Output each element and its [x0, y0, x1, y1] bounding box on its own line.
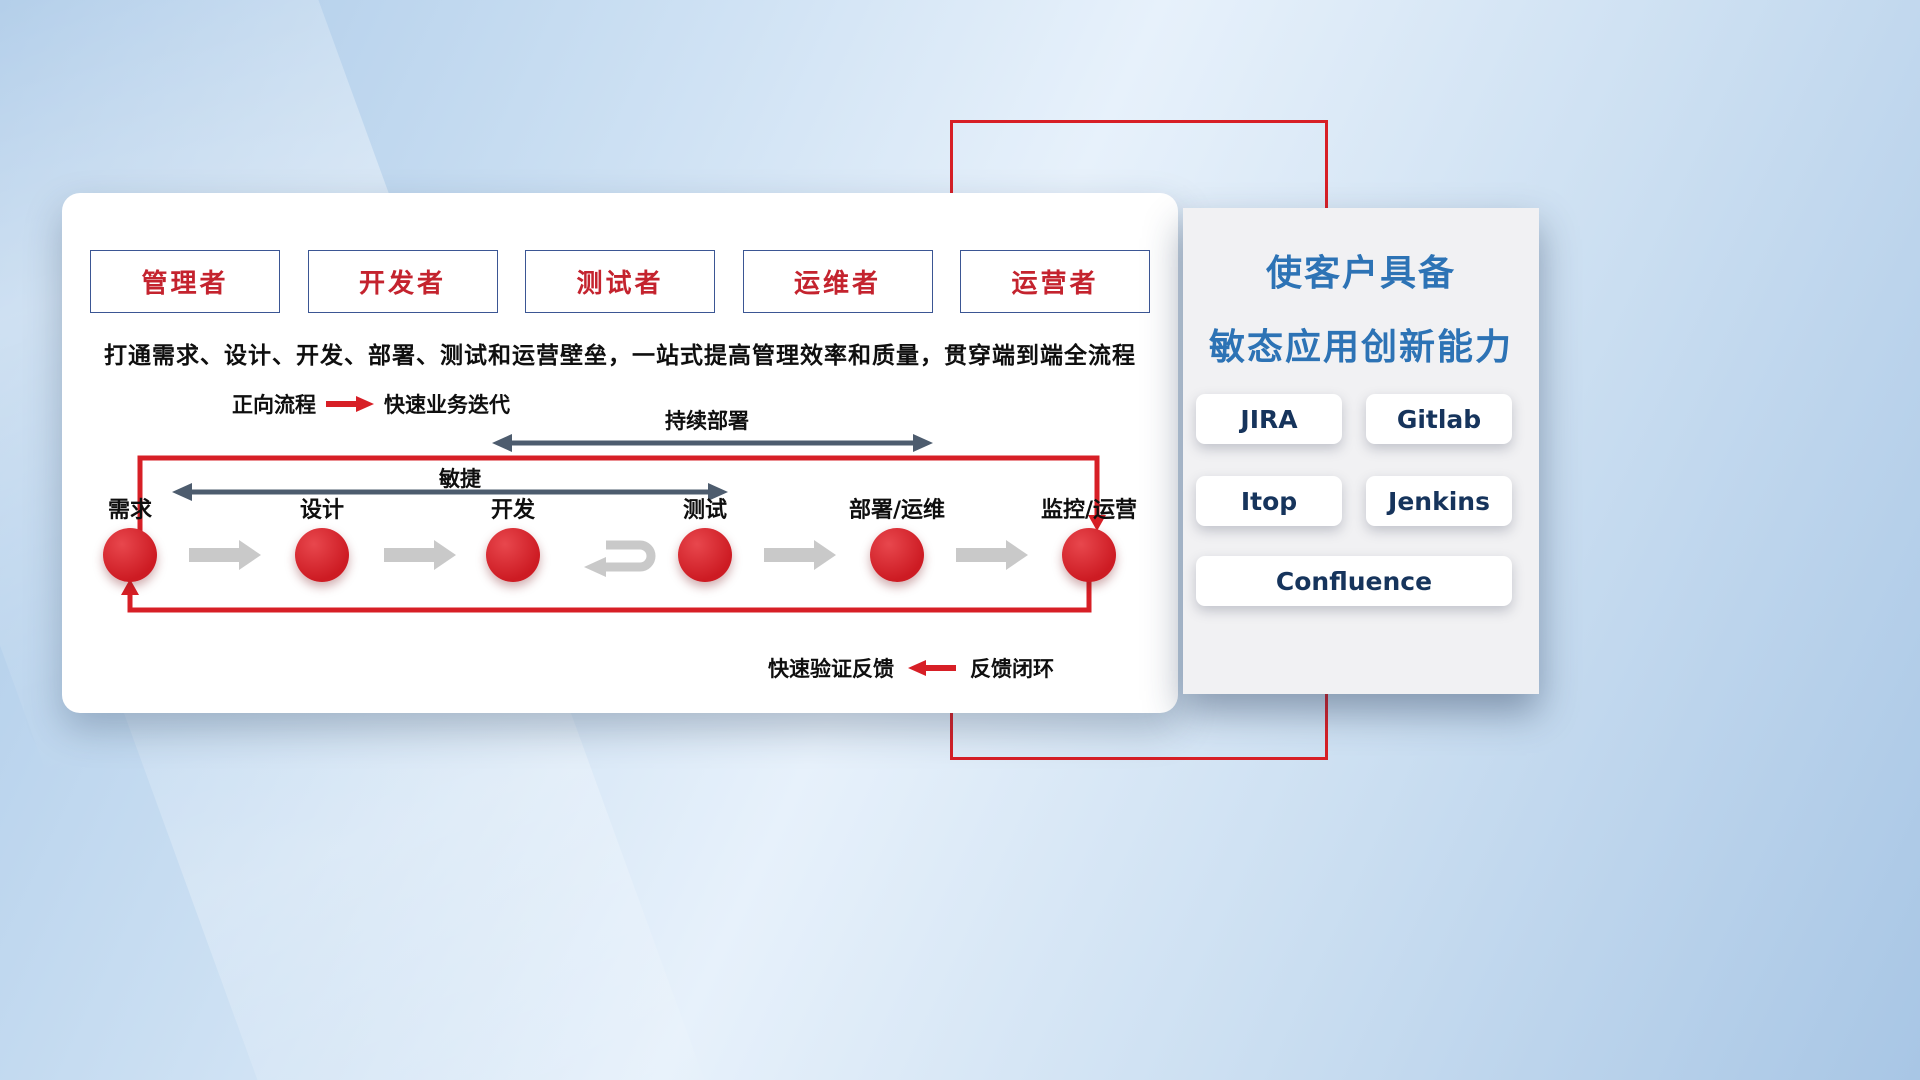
iterate-loop-icon: [584, 540, 656, 577]
stage-dot-icon: [870, 528, 924, 582]
feedback-label: 反馈闭环: [970, 657, 1054, 681]
feedback-loop-line: [121, 579, 1092, 613]
stage-dot-icon: [295, 528, 349, 582]
pipeline-description: 打通需求、设计、开发、部署、测试和运营壁垒，一站式提高管理效率和质量，贯穿端到端…: [104, 343, 1136, 369]
role-label: 测试者: [576, 269, 664, 299]
stage-label: 测试: [682, 498, 727, 523]
feedback-arrow-icon: [908, 660, 956, 676]
role-label: 开发者: [358, 269, 446, 299]
forward-loop-line: [137, 455, 1106, 535]
role-label: 管理者: [141, 269, 229, 299]
role-box-tester: 测试者: [525, 250, 715, 313]
forward-flow-label: 正向流程: [232, 393, 316, 417]
role-label: 运维者: [793, 269, 881, 299]
flow-step-arrow: [956, 540, 1028, 570]
tool-label: Jenkins: [1388, 486, 1490, 516]
flow-step-arrow: [384, 540, 456, 570]
agile-arrow: [172, 483, 728, 501]
continuous-deploy-arrow: [492, 434, 933, 452]
panel-title-line2: 敏态应用创新能力: [1208, 327, 1513, 368]
role-box-developer: 开发者: [307, 250, 498, 313]
flow-diagram-canvas: [121, 434, 1106, 613]
stage-design: 设计: [252, 498, 392, 582]
pipeline-card: 管理者 开发者 测试者 运维者 运营者 打通需求、设计、开发、部署、测试和运营壁…: [62, 193, 1178, 713]
feedback-caption: 快速验证反馈: [768, 657, 894, 681]
forward-flow-caption: 快速业务迭代: [384, 393, 510, 417]
feedback-legend: 快速验证反馈 反馈闭环: [768, 653, 1054, 683]
stage-deploy-ops: 部署/运维: [827, 498, 967, 582]
tool-chip-jira: JIRA: [1196, 394, 1342, 444]
flow-step-arrow: [764, 540, 836, 570]
roles-row: 管理者 开发者 测试者 运维者 运营者: [90, 250, 1150, 313]
flow-step-arrow: [189, 540, 261, 570]
stage-dot-icon: [486, 528, 540, 582]
stage-dot-icon: [678, 528, 732, 582]
role-box-manager: 管理者: [90, 250, 280, 313]
role-label: 运营者: [1011, 269, 1099, 299]
tool-chip-jenkins: Jenkins: [1366, 476, 1512, 526]
forward-flow-legend: 正向流程 快速业务迭代: [232, 389, 510, 419]
stage-label: 监控/运营: [1040, 498, 1138, 523]
agile-label: 敏捷: [439, 467, 481, 491]
stage-development: 开发: [443, 498, 583, 582]
stage-dot-icon: [1062, 528, 1116, 582]
stage-label: 需求: [107, 498, 152, 523]
continuous-deploy-label: 持续部署: [665, 409, 749, 433]
panel-title-line1: 使客户具备: [1265, 253, 1456, 294]
stage-testing: 测试: [635, 498, 775, 582]
stage-label: 开发: [490, 498, 535, 523]
tool-label: Gitlab: [1396, 404, 1482, 434]
forward-arrow-icon: [326, 396, 374, 412]
role-box-operator: 运营者: [960, 250, 1150, 313]
stage-requirements: 需求: [60, 498, 200, 582]
tool-label: JIRA: [1240, 404, 1298, 434]
tool-label: Itop: [1240, 486, 1298, 516]
stage-label: 设计: [299, 498, 344, 523]
role-box-ops: 运维者: [742, 250, 933, 313]
stage-dot-icon: [103, 528, 157, 582]
tool-chip-gitlab: Gitlab: [1366, 394, 1512, 444]
capability-panel: 使客户具备 敏态应用创新能力 JIRA Gitlab Itop Jenkins …: [1183, 208, 1539, 694]
stage-monitor-operate: 监控/运营: [1019, 498, 1159, 582]
stage-label: 部署/运维: [848, 498, 946, 523]
tool-chip-itop: Itop: [1196, 476, 1342, 526]
tool-chip-confluence: Confluence: [1196, 556, 1512, 606]
tool-label: Confluence: [1275, 566, 1433, 596]
